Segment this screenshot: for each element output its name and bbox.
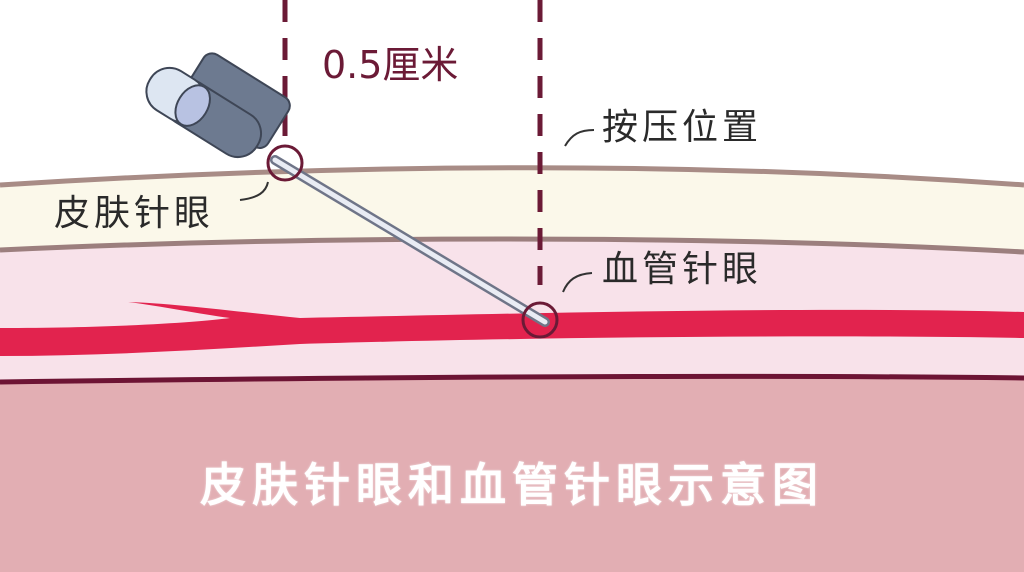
press-position-label: 按压位置 (602, 107, 763, 148)
blood-vessel (0, 302, 1024, 356)
skin-puncture-label: 皮肤针眼 (54, 193, 215, 234)
skin-layer (0, 167, 1024, 252)
vessel-puncture-leader (562, 272, 593, 293)
needle-shaft (272, 157, 548, 325)
vessel-puncture-marker (521, 301, 559, 339)
deep-tissue-border (0, 373, 1024, 385)
diagram-title: 皮肤针眼和血管针眼示意图 (200, 458, 824, 512)
skin-puncture-marker (266, 144, 304, 182)
vessel-puncture-label: 血管针眼 (602, 249, 763, 290)
needle-hub-icon (145, 52, 291, 159)
skin-surface-line (0, 165, 1024, 188)
skin-bottom-line (0, 236, 1024, 255)
distance-label: 0.5厘米 (322, 43, 459, 87)
press-position-leader (564, 129, 595, 147)
deep-tissue-layer (0, 376, 1024, 572)
skin-puncture-leader (239, 181, 269, 201)
